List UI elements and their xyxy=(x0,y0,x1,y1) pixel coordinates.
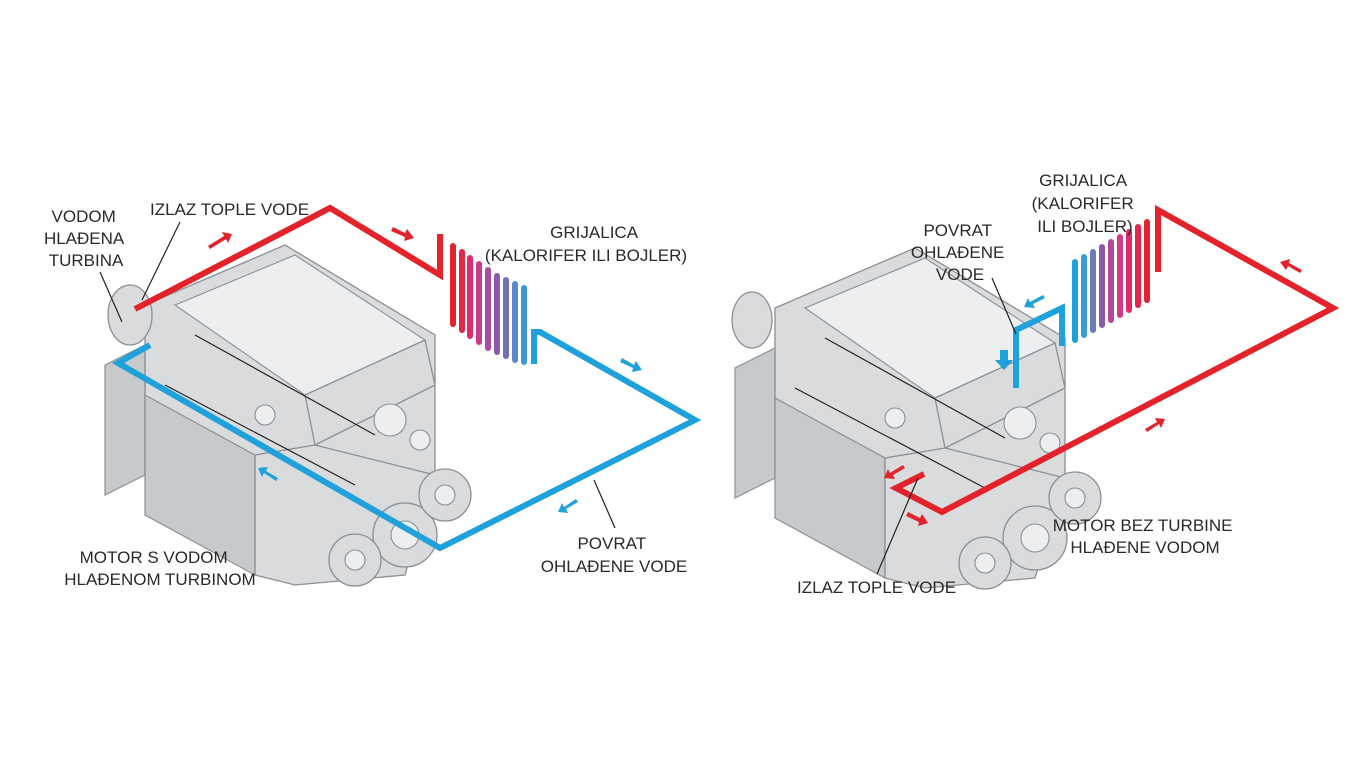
leader-line xyxy=(593,479,616,529)
engine-illustration-right xyxy=(734,247,1102,590)
engine-label: MOTOR S VODOM HLAĐENOM TURBINOM xyxy=(64,548,255,589)
leader-line xyxy=(141,221,181,301)
flow-arrow-icon xyxy=(1145,418,1165,432)
turbine xyxy=(731,291,773,349)
heater-label: GRIJALICA (KALORIFER ILI BOJLER) xyxy=(485,223,687,265)
hot-water-out-label: IZLAZ TOPLE VODE xyxy=(797,578,956,597)
flow-arrow-icon xyxy=(1024,295,1045,308)
flow-arrow-icon xyxy=(391,227,414,241)
flow-arrow-icon xyxy=(620,358,642,372)
flow-arrow-icon xyxy=(1280,259,1302,273)
left-diagram: VODOM HLAĐENA TURBINA IZLAZ TOPLE VODE G… xyxy=(44,200,702,589)
flow-arrow-icon xyxy=(995,350,1013,370)
hot-water-out-label: IZLAZ TOPLE VODE xyxy=(150,200,309,219)
return-label: POVRAT OHLAĐENE VODE xyxy=(911,221,1009,284)
flow-arrow-icon xyxy=(906,512,928,526)
flow-arrow-icon xyxy=(258,467,278,481)
return-pipe-left xyxy=(111,329,702,552)
leader-line xyxy=(991,277,1017,335)
hot-water-pipe-left xyxy=(133,204,443,312)
engine-label: MOTOR BEZ TURBINE HLAĐENE VODOM xyxy=(1053,516,1238,557)
right-diagram: GRIJALICA (KALORIFER ILI BOJLER) POVRAT … xyxy=(731,171,1340,597)
water-cooled-turbine xyxy=(107,284,153,346)
flow-arrow-icon xyxy=(884,465,905,479)
return-label: POVRAT OHLAĐENE VODE xyxy=(541,534,687,576)
flow-arrow-icon xyxy=(558,499,578,513)
heater-label: GRIJALICA (KALORIFER ILI BOJLER) xyxy=(1032,171,1139,236)
leader-line xyxy=(876,477,919,575)
leader-line xyxy=(99,271,123,323)
heater-coil-left xyxy=(450,243,527,365)
hot-water-pipe-right xyxy=(889,204,1340,516)
heater-coil-right xyxy=(1072,219,1150,343)
turbine-label: VODOM HLAĐENA TURBINA xyxy=(44,207,128,270)
flow-arrow-icon xyxy=(208,232,232,249)
return-pipe-right xyxy=(1013,303,1065,388)
